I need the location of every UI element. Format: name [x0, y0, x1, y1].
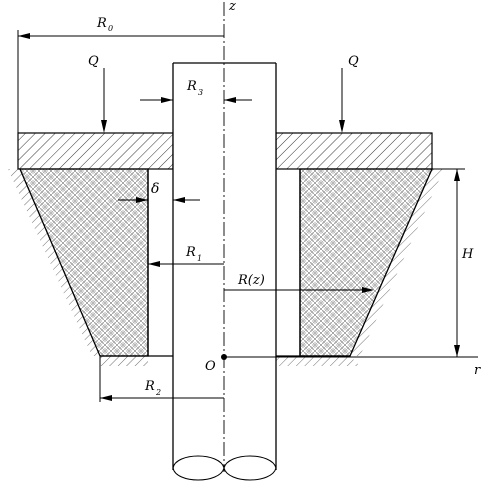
pile-cylinder [172, 62, 277, 481]
R1-label: R [185, 245, 196, 260]
dim-delta [118, 197, 200, 203]
R0-subscript: 0 [108, 24, 113, 33]
R0-label: R [96, 16, 107, 31]
dim-R1 [148, 261, 224, 267]
load-arrow-left [101, 68, 107, 133]
dim-Rz [224, 287, 374, 293]
H-label: H [461, 247, 474, 262]
origin-point [221, 354, 227, 360]
delta-label: δ [151, 181, 159, 197]
ground-hatching [8, 169, 444, 366]
Q-left-label: Q [88, 54, 99, 69]
Q-right-label: Q [348, 54, 359, 69]
dim-R0 [17, 30, 224, 133]
r-axis-label: r [474, 363, 481, 378]
load-arrow-right [339, 68, 345, 133]
R2-subscript: 2 [155, 388, 161, 397]
dim-H [432, 168, 465, 357]
dim-R2 [99, 356, 224, 402]
top-plate [17, 132, 433, 170]
R2-label: R [144, 379, 155, 394]
dim-R3 [140, 97, 252, 103]
R3-subscript: 3 [198, 88, 203, 97]
z-axis-label: z [228, 0, 236, 14]
Rz-label: R(z) [237, 273, 265, 288]
R3-label: R [186, 79, 197, 94]
origin-label: O [205, 359, 216, 374]
R1-subscript: 1 [197, 254, 202, 263]
